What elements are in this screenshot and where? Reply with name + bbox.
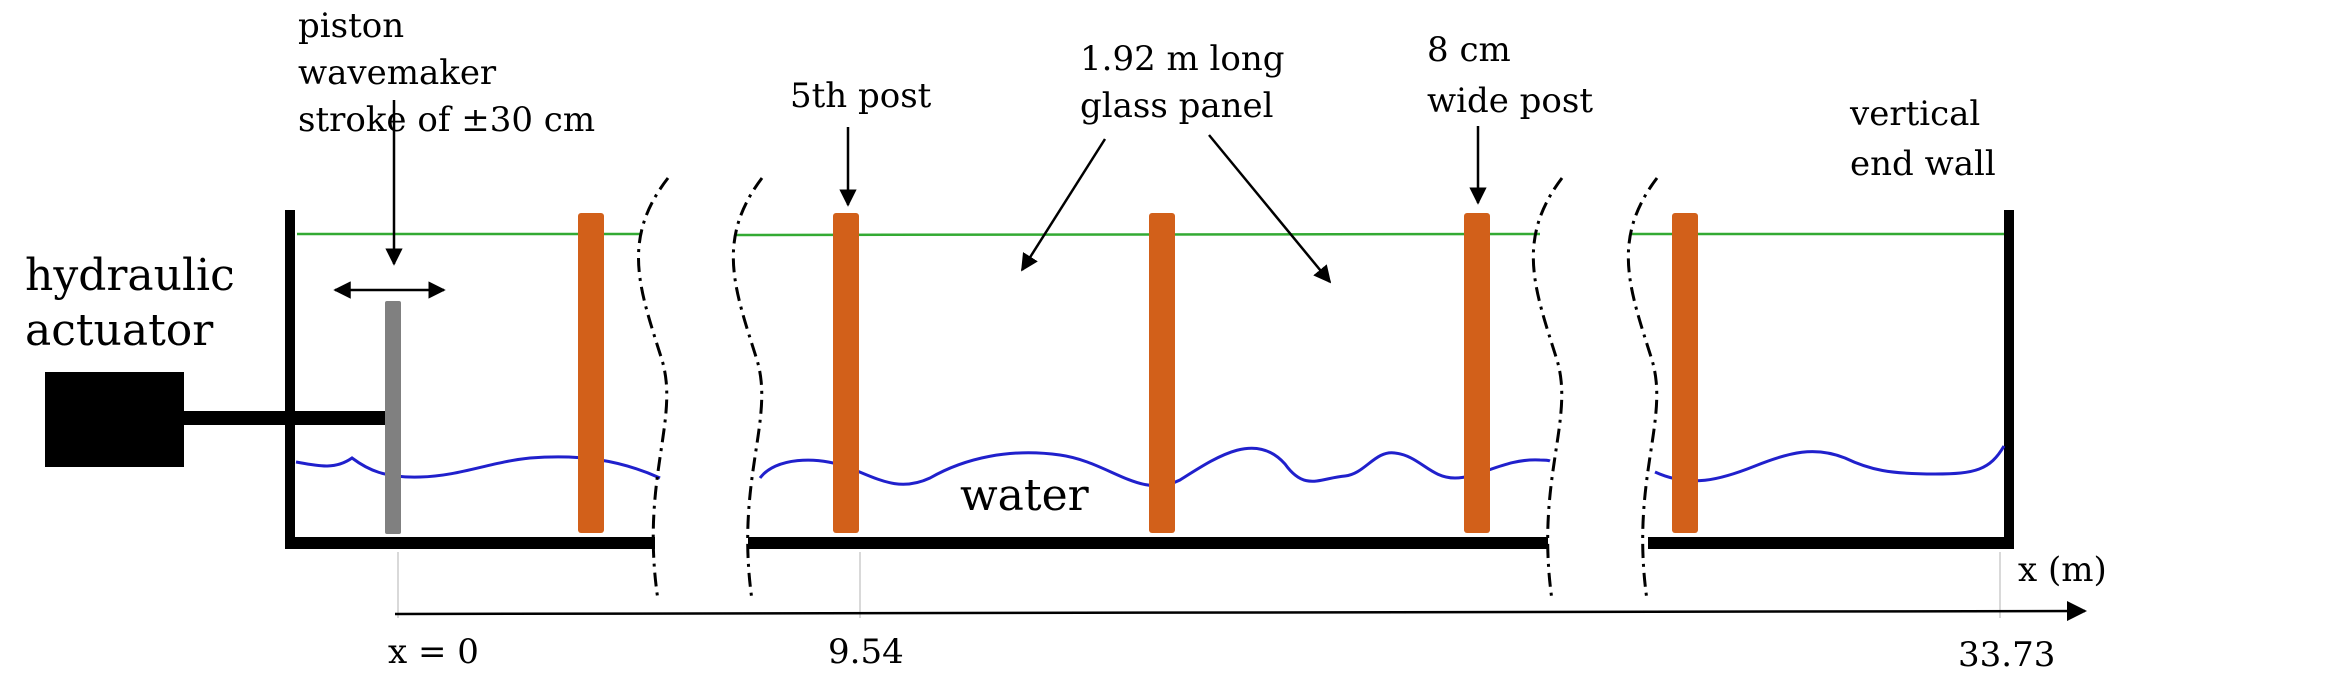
post-7 [1464, 213, 1490, 533]
post-6 [1149, 213, 1175, 533]
water-surface-2 [758, 446, 1551, 488]
water-surface-1 [295, 455, 661, 480]
endwall-label-line2: end wall [1850, 144, 1996, 184]
water-label: water [960, 470, 1090, 521]
tick-label-2: 33.73 [1958, 635, 2055, 675]
tick-label-1: 9.54 [828, 632, 904, 672]
x-axis-arrow [394, 601, 2087, 622]
actuator-label-line2: actuator [25, 305, 214, 356]
post-1 [578, 213, 604, 533]
tick-label-0: x = 0 [388, 632, 479, 672]
break-line-1a [637, 177, 670, 601]
panel-label-line2: glass panel [1080, 86, 1274, 126]
break-line-2a [1531, 177, 1564, 601]
still-water-line-2 [735, 232, 1541, 237]
panel-label-line1: 1.92 m long [1080, 39, 1285, 79]
panel-pointer-arrow-right [1208, 134, 1332, 284]
wavemaker-label-line2: wavemaker [298, 53, 497, 93]
wavemaker-label-line1: piston [298, 6, 404, 46]
wavemaker-paddle [385, 301, 401, 534]
x-axis-label: x (m) [2018, 550, 2107, 590]
panel-pointer-arrow-left [1020, 138, 1107, 272]
break-line-2b [1626, 177, 1659, 601]
post-width-label-line2: wide post [1427, 81, 1593, 121]
hydraulic-actuator-box [45, 372, 184, 467]
water-surface-3 [1654, 445, 2006, 483]
break-line-1b [731, 177, 764, 601]
wavemaker-label-line3: stroke of ±30 cm [298, 100, 595, 140]
post-width-label-line1: 8 cm [1427, 30, 1511, 70]
endwall-label-line1: vertical [1849, 94, 1980, 134]
post-5 [833, 213, 859, 533]
actuator-label-line1: hydraulic [25, 250, 235, 301]
post5-label: 5th post [790, 76, 932, 116]
post-last [1672, 213, 1698, 533]
